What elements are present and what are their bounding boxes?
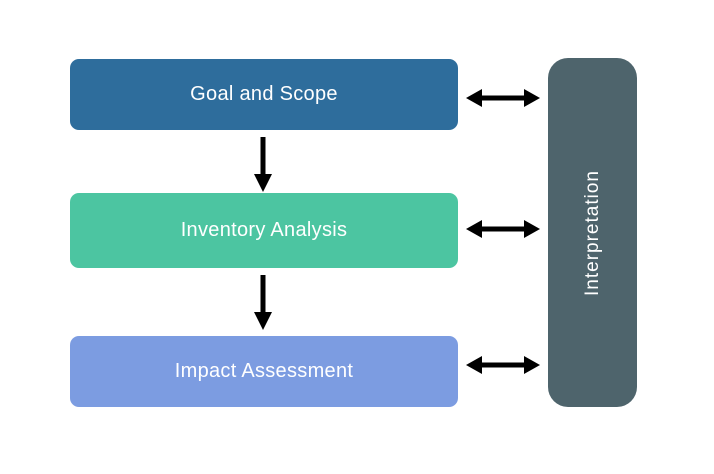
double-arrow-inventory-interpretation-icon (466, 220, 540, 238)
box-impact-assessment: Impact Assessment (70, 336, 458, 407)
box-interpretation-label: Interpretation (581, 169, 603, 296)
down-arrow-goal-to-inventory-icon (254, 137, 272, 192)
box-goal-and-scope-label: Goal and Scope (190, 83, 338, 105)
box-inventory-analysis-label: Inventory Analysis (180, 219, 348, 241)
box-inventory-analysis: Inventory Analysis (70, 193, 458, 268)
box-interpretation: Interpretation (548, 58, 637, 407)
double-arrow-impact-interpretation-icon (466, 356, 540, 374)
double-arrow-goal-interpretation-icon (466, 89, 540, 107)
box-goal-and-scope: Goal and Scope (70, 59, 458, 130)
down-arrow-inventory-to-impact-icon (254, 275, 272, 330)
box-impact-assessment-label: Impact Assessment (174, 360, 354, 382)
